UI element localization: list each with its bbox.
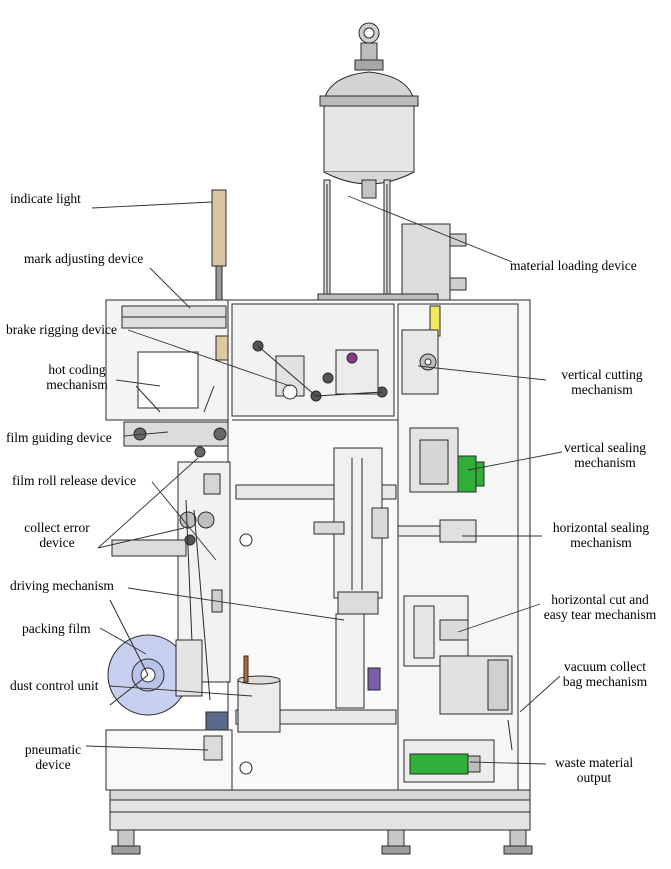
pneumatic-device (203, 711, 229, 761)
label-dust-control-unit: dust control unit (10, 678, 99, 693)
label-film-roll-release-device: film roll release device (12, 473, 137, 488)
label-vertical-cutting-line2: mechanism (571, 382, 633, 397)
label-horizontal-sealing-line2: mechanism (570, 535, 632, 550)
label-vertical-sealing-line1: vertical sealing (563, 440, 647, 455)
film-feed-section (111, 461, 231, 701)
label-horizontal-sealing-line1: horizontal sealing (552, 520, 650, 535)
label-vertical-sealing-line2: mechanism (574, 455, 636, 470)
label-pneumatic-line2: device (35, 757, 71, 772)
horizontal-cut-drawing (403, 595, 469, 667)
label-vertical-sealing-mechanism: vertical sealing mechanism (548, 440, 662, 470)
label-waste-output-line2: output (576, 770, 612, 785)
forming-column (313, 447, 389, 709)
horizontal-sealing-drawing (397, 519, 477, 543)
packing-film-roll (107, 599, 203, 716)
label-horizontal-cut-mechanism: horizontal cut and easy tear mechanism (530, 592, 670, 622)
vertical-cutting-drawing (401, 305, 441, 395)
label-horizontal-sealing-mechanism: horizontal sealing mechanism (536, 520, 666, 550)
upper-film-section (121, 305, 229, 458)
label-mark-adjusting-device: mark adjusting device (24, 251, 144, 266)
label-vertical-cutting-line1: vertical cutting (561, 367, 643, 382)
vertical-sealing-drawing (409, 427, 485, 493)
label-pneumatic-device: pneumatic device (20, 742, 86, 772)
label-vacuum-collect-line2: bag mechanism (562, 674, 648, 689)
label-hot-coding-line2: mechanism (46, 377, 108, 392)
label-collect-error-device: collect error device (14, 520, 100, 550)
label-driving-mechanism: driving mechanism (10, 578, 114, 593)
label-brake-rigging-device: brake rigging device (6, 322, 117, 337)
callout-lines (85, 195, 563, 765)
label-indicate-light: indicate light (10, 191, 81, 206)
label-hot-coding-mechanism: hot coding mechanism (36, 362, 118, 392)
brake-rigging-rollers (252, 340, 388, 402)
label-waste-output-line1: waste material (554, 755, 634, 770)
label-collect-error-line2: device (39, 535, 75, 550)
label-film-guiding-device: film guiding device (6, 430, 112, 445)
indicator-light-drawing (211, 189, 227, 303)
waste-material-output-drawing (403, 739, 495, 783)
label-horizontal-cut-line1: horizontal cut and (551, 592, 649, 607)
label-hot-coding-line1: hot coding (48, 362, 106, 377)
dust-control-unit (237, 655, 281, 733)
material-loading-device-drawing (317, 22, 467, 301)
label-waste-material-output: waste material output (542, 755, 646, 785)
label-horizontal-cut-line2: easy tear mechanism (543, 607, 657, 622)
label-packing-film: packing film (22, 621, 91, 636)
label-material-loading-device: material loading device (510, 258, 637, 273)
label-vacuum-collect-line1: vacuum collect (563, 659, 647, 674)
label-collect-error-line1: collect error (24, 520, 90, 535)
label-pneumatic-line1: pneumatic (24, 742, 82, 757)
label-vacuum-collect-bag-mechanism: vacuum collect bag mechanism (548, 659, 662, 689)
vacuum-collect-drawing (439, 655, 513, 751)
label-vertical-cutting-mechanism: vertical cutting mechanism (540, 367, 664, 397)
